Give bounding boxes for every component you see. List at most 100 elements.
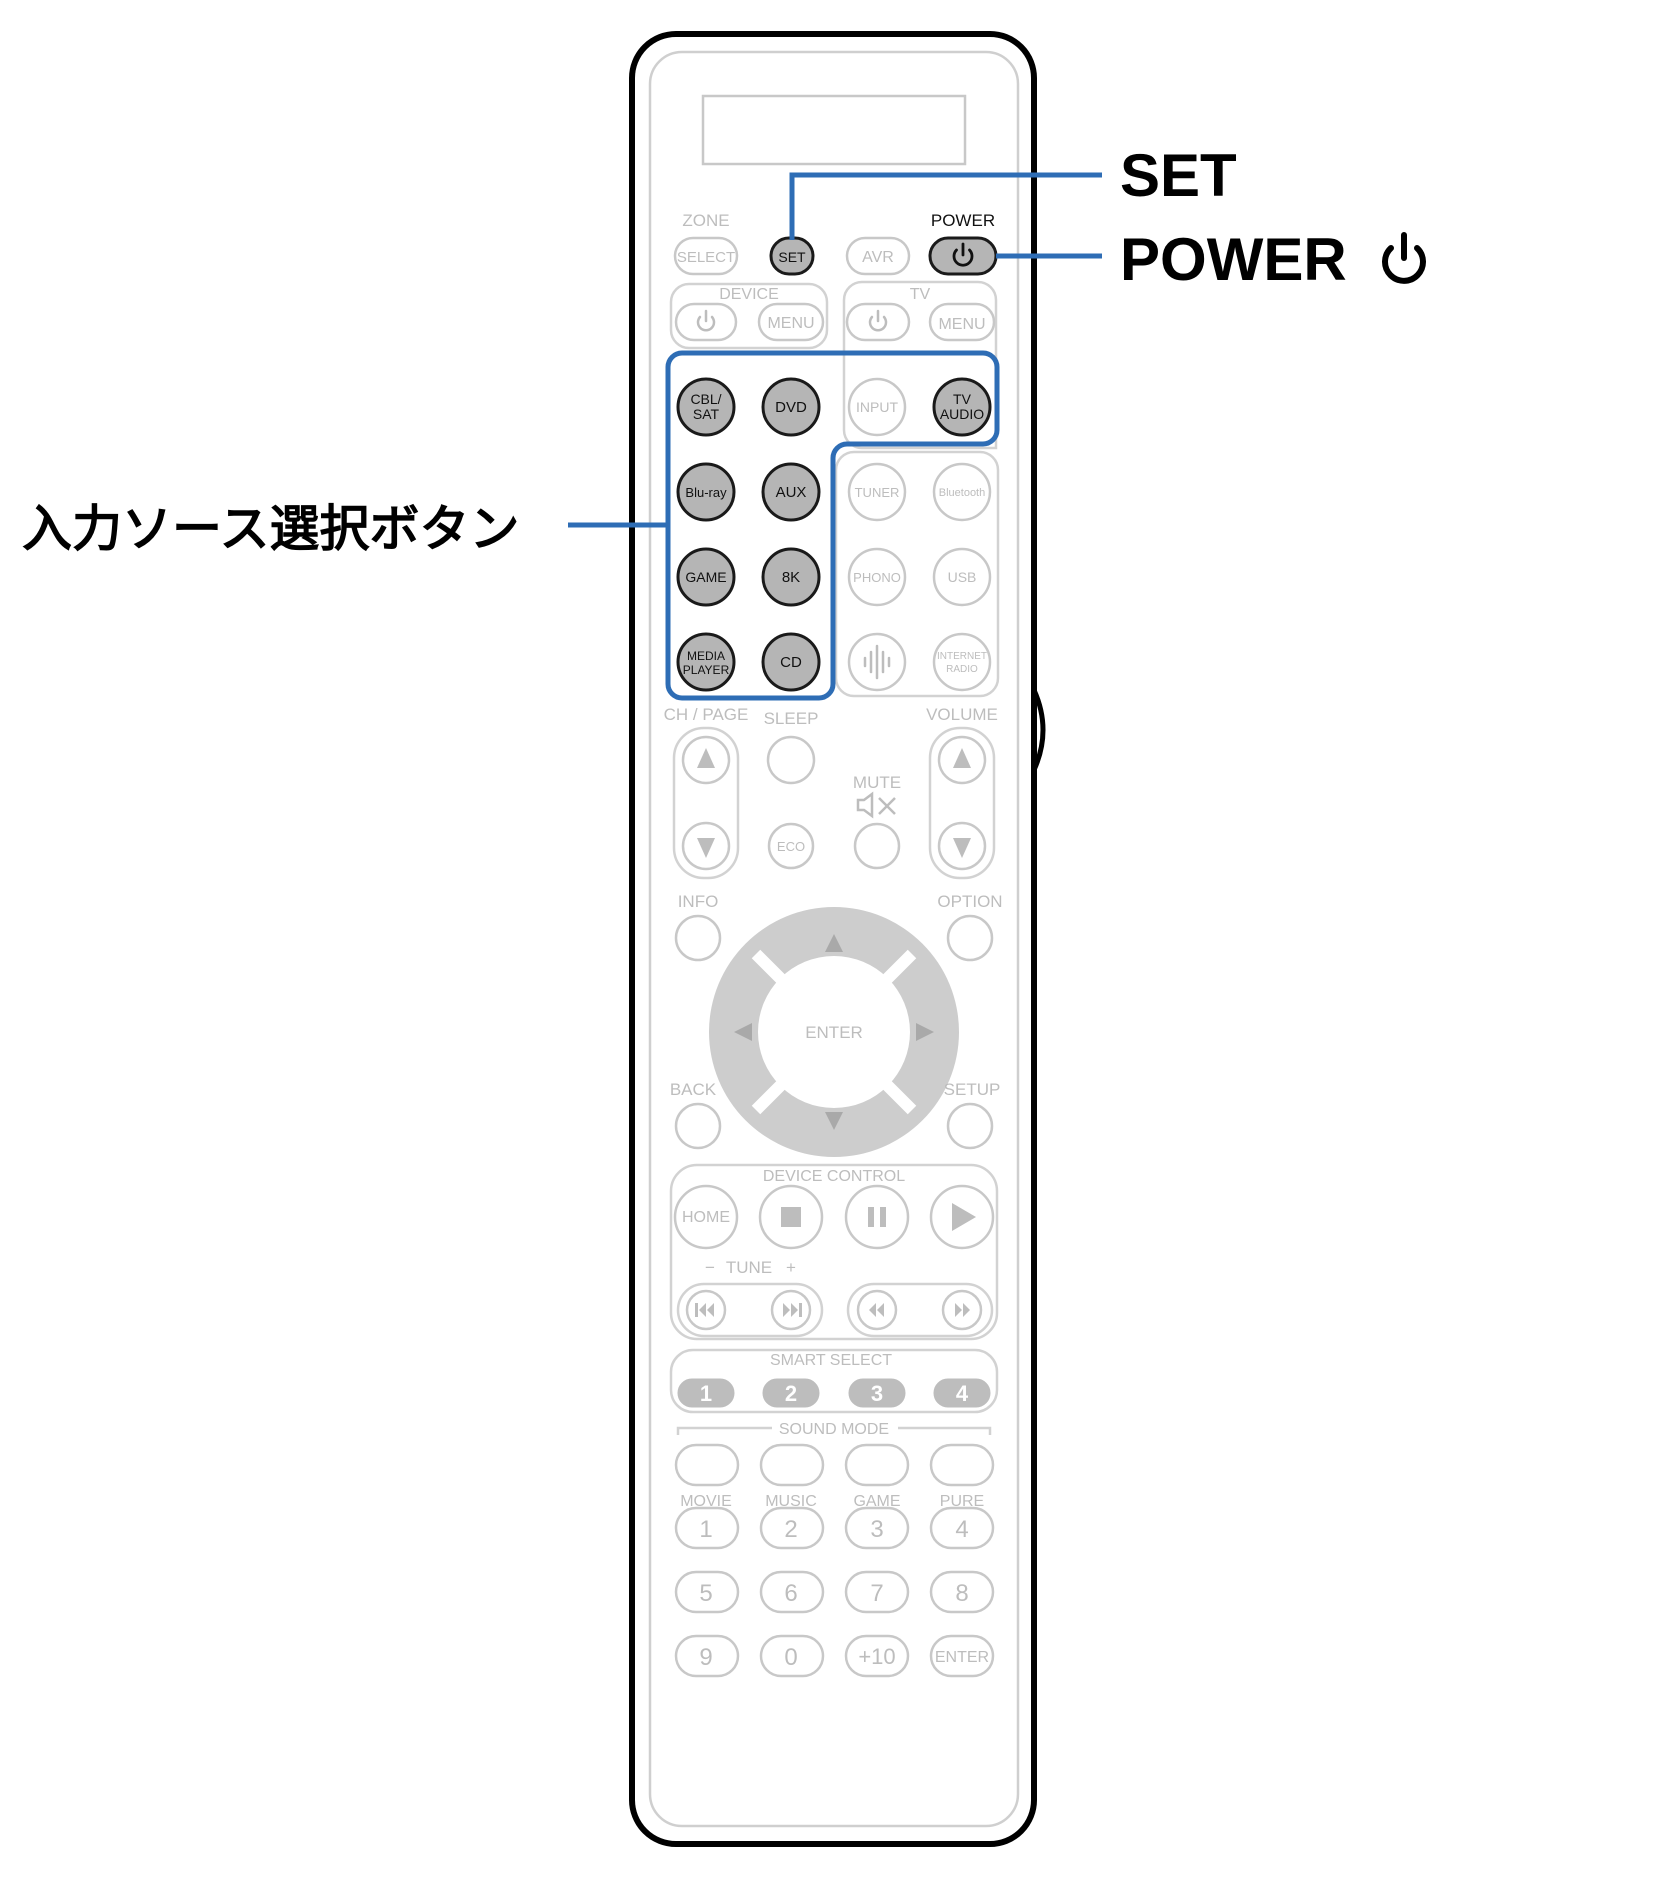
setup-label: SETUP xyxy=(944,1080,1001,1099)
arrow-right-icon xyxy=(916,1023,934,1041)
stop-button[interactable] xyxy=(758,1184,824,1250)
triangle-up-icon xyxy=(953,748,971,768)
svg-text:MEDIA: MEDIA xyxy=(687,649,725,663)
option-button[interactable] xyxy=(946,914,994,962)
bluray-button[interactable]: Blu-ray xyxy=(676,462,736,522)
set-leader-line xyxy=(789,172,1102,240)
sleep-button[interactable] xyxy=(766,735,816,785)
home-button[interactable]: HOME xyxy=(673,1184,739,1250)
smart-select-1-button[interactable]: 1 xyxy=(677,1378,735,1408)
volume-up-button[interactable] xyxy=(937,735,987,785)
num-0-button[interactable]: 0 xyxy=(759,1634,825,1678)
tv-power-button[interactable] xyxy=(845,302,911,342)
set-button[interactable]: SET xyxy=(769,236,815,276)
num-plus10-button[interactable]: +10 xyxy=(844,1634,910,1678)
svg-text:7: 7 xyxy=(870,1580,883,1607)
tune-label: TUNE xyxy=(726,1258,772,1277)
eco-button[interactable]: ECO xyxy=(767,822,815,870)
svg-text:HOME: HOME xyxy=(682,1209,730,1226)
smart-select-label: SMART SELECT xyxy=(770,1352,892,1369)
ir-window xyxy=(701,94,967,166)
mute-icon xyxy=(856,791,896,819)
setup-button[interactable] xyxy=(946,1102,994,1150)
cd-button[interactable]: CD xyxy=(761,632,821,692)
input-source-callout: 入力ソース選択ボタン xyxy=(22,501,520,557)
tuner-button[interactable]: TUNER xyxy=(847,462,907,522)
pure-button[interactable] xyxy=(929,1443,995,1487)
game-mode-button[interactable] xyxy=(844,1443,910,1487)
tv-menu-button[interactable]: MENU xyxy=(928,302,996,342)
tv-audio-button[interactable]: TV AUDIO xyxy=(932,377,992,437)
8k-button[interactable]: 8K xyxy=(761,547,821,607)
num-6-button[interactable]: 6 xyxy=(759,1570,825,1614)
fast-forward-button[interactable] xyxy=(941,1289,983,1331)
phono-button[interactable]: PHONO xyxy=(847,547,907,607)
power-callout: POWER xyxy=(1120,226,1347,293)
ch-up-button[interactable] xyxy=(681,735,731,785)
pause-icon xyxy=(868,1207,886,1227)
bluetooth-button[interactable]: Bluetooth xyxy=(932,462,992,522)
num-7-button[interactable]: 7 xyxy=(844,1570,910,1614)
svg-text:8: 8 xyxy=(955,1580,968,1607)
music-button[interactable] xyxy=(759,1443,825,1487)
svg-text:ENTER: ENTER xyxy=(935,1649,989,1666)
device-power-button[interactable] xyxy=(674,302,738,342)
triangle-up-icon xyxy=(697,748,715,768)
tune-rocker xyxy=(676,1282,824,1338)
skip-forward-button[interactable] xyxy=(770,1289,812,1331)
power-button[interactable] xyxy=(928,236,998,276)
zone-select-button[interactable]: SELECT xyxy=(673,236,739,276)
num-3-button[interactable]: 3 xyxy=(844,1506,910,1550)
svg-text:MENU: MENU xyxy=(767,315,814,332)
num-2-button[interactable]: 2 xyxy=(759,1506,825,1550)
smart-select-group xyxy=(669,1348,999,1414)
svg-text:INPUT: INPUT xyxy=(856,399,898,415)
back-button[interactable] xyxy=(674,1102,722,1150)
power-icon xyxy=(868,309,888,332)
avr-button[interactable]: AVR xyxy=(845,236,911,276)
svg-text:1: 1 xyxy=(699,1516,712,1543)
num-1-button[interactable]: 1 xyxy=(674,1506,740,1550)
num-4-button[interactable]: 4 xyxy=(929,1506,995,1550)
tv-input-button[interactable]: INPUT xyxy=(847,377,907,437)
mute-label: MUTE xyxy=(853,773,901,792)
num-9-button[interactable]: 9 xyxy=(674,1634,740,1678)
num-8-button[interactable]: 8 xyxy=(929,1570,995,1614)
usb-button[interactable]: USB xyxy=(932,547,992,607)
smart-select-3-button[interactable]: 3 xyxy=(848,1378,906,1408)
svg-text:Blu-ray: Blu-ray xyxy=(685,485,727,500)
num-enter-button[interactable]: ENTER xyxy=(929,1634,995,1678)
game-button[interactable]: GAME xyxy=(676,547,736,607)
device-menu-button[interactable]: MENU xyxy=(757,302,825,342)
svg-text:8K: 8K xyxy=(782,569,800,586)
cursor-pad[interactable]: ENTER xyxy=(709,907,959,1157)
ch-page-label: CH / PAGE xyxy=(664,705,749,724)
volume-down-button[interactable] xyxy=(937,821,987,871)
smart-select-4-button[interactable]: 4 xyxy=(933,1378,991,1408)
info-button[interactable] xyxy=(674,914,722,962)
svg-text:TUNER: TUNER xyxy=(855,485,900,500)
cbl-sat-button[interactable]: CBL/ SAT xyxy=(676,377,736,437)
svg-text:0: 0 xyxy=(784,1644,797,1671)
num-5-button[interactable]: 5 xyxy=(674,1570,740,1614)
movie-label: MOVIE xyxy=(680,1493,732,1510)
heos-button[interactable] xyxy=(847,632,907,692)
skip-back-button[interactable] xyxy=(685,1289,727,1331)
svg-text:5: 5 xyxy=(699,1580,712,1607)
mute-button[interactable] xyxy=(853,822,901,870)
movie-button[interactable] xyxy=(674,1443,740,1487)
rewind-button[interactable] xyxy=(856,1289,898,1331)
dvd-button[interactable]: DVD xyxy=(761,377,821,437)
svg-text:AVR: AVR xyxy=(862,249,894,266)
smart-select-2-button[interactable]: 2 xyxy=(762,1378,820,1408)
media-player-button[interactable]: MEDIA PLAYER xyxy=(676,632,736,692)
pause-button[interactable] xyxy=(844,1184,910,1250)
aux-button[interactable]: AUX xyxy=(761,462,821,522)
sound-mode-label: SOUND MODE xyxy=(779,1421,889,1438)
internet-radio-button[interactable]: INTERNET RADIO xyxy=(932,632,992,692)
play-button[interactable] xyxy=(929,1184,995,1250)
svg-text:2: 2 xyxy=(784,1516,797,1543)
ch-down-button[interactable] xyxy=(681,821,731,871)
arrow-down-icon xyxy=(825,1112,843,1130)
svg-text:4: 4 xyxy=(956,1381,969,1406)
